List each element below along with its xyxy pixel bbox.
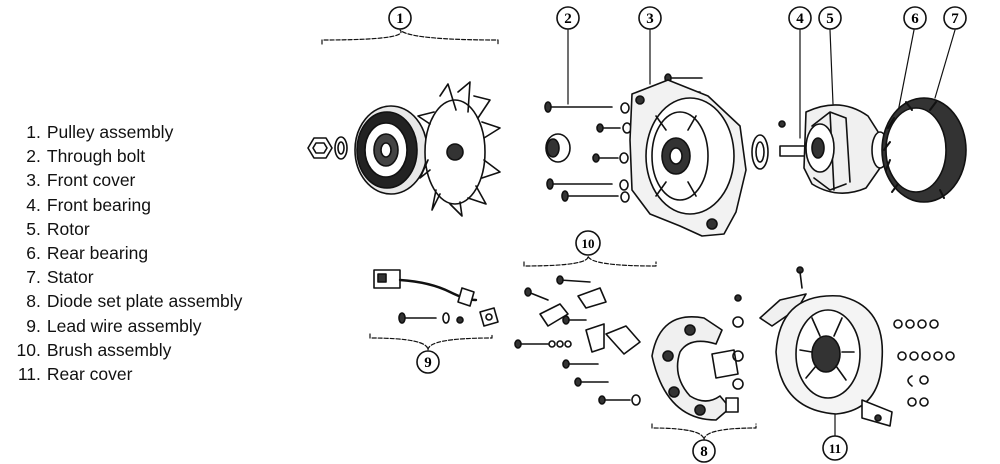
legend-item-through-bolt: 2.Through bolt bbox=[26, 146, 146, 167]
callout-6: 6 bbox=[903, 6, 927, 30]
svg-text:6: 6 bbox=[911, 11, 919, 27]
lead-wire-assembly-part bbox=[373, 269, 499, 327]
callout-9: 9 bbox=[416, 350, 440, 374]
callout-1: 1 bbox=[388, 6, 412, 30]
rear-cover-part bbox=[759, 266, 893, 427]
callout-10: 10 bbox=[575, 230, 601, 256]
callout-11: 11 bbox=[822, 435, 848, 461]
svg-text:8: 8 bbox=[700, 444, 708, 460]
callout-5: 5 bbox=[818, 6, 842, 30]
legend-item-rear-cover: 11.Rear cover bbox=[17, 364, 133, 385]
callout-8: 8 bbox=[692, 439, 716, 463]
legend-item-lead-wire: 9.Lead wire assembly bbox=[26, 315, 202, 336]
callout-4: 4 bbox=[788, 6, 812, 30]
callout-7: 7 bbox=[943, 6, 967, 30]
svg-text:1: 1 bbox=[396, 11, 404, 27]
front-bearing-ring-part bbox=[751, 134, 769, 170]
svg-text:11: 11 bbox=[829, 441, 841, 456]
svg-text:10: 10 bbox=[582, 236, 595, 251]
rear-hardware-parts bbox=[893, 319, 955, 407]
stator-part bbox=[881, 97, 967, 203]
legend-item-front-bearing: 4.Front bearing bbox=[26, 194, 151, 215]
callout-3: 3 bbox=[638, 6, 662, 30]
svg-text:5: 5 bbox=[826, 11, 834, 27]
diode-set-plate-part bbox=[651, 294, 744, 421]
callout-labels: 1 2 3 4 5 6 7 8 bbox=[388, 6, 967, 463]
rotor-part bbox=[778, 104, 889, 194]
legend-item-rotor: 5.Rotor bbox=[26, 218, 90, 239]
svg-text:2: 2 bbox=[564, 11, 572, 27]
legend-item-front-cover: 3.Front cover bbox=[26, 170, 136, 191]
legend-item-stator: 7.Stator bbox=[26, 267, 94, 288]
pulley-assembly-part bbox=[307, 81, 501, 217]
legend-item-brush-assembly: 10.Brush assembly bbox=[16, 339, 172, 360]
svg-text:3: 3 bbox=[646, 11, 654, 27]
parts-legend: 1.Pulley assembly 2.Through bolt 3.Front… bbox=[8, 120, 308, 386]
legend-item-diode-set-plate: 8.Diode set plate assembly bbox=[26, 291, 243, 312]
svg-text:7: 7 bbox=[951, 11, 959, 27]
legend-item-rear-bearing: 6.Rear bearing bbox=[26, 243, 149, 264]
svg-text:9: 9 bbox=[424, 355, 432, 371]
callout-2: 2 bbox=[556, 6, 580, 30]
front-cover-part bbox=[629, 79, 747, 237]
legend-item-pulley-assembly: 1.Pulley assembly bbox=[26, 122, 174, 142]
brush-assembly-part bbox=[514, 275, 641, 406]
svg-text:4: 4 bbox=[796, 11, 804, 27]
